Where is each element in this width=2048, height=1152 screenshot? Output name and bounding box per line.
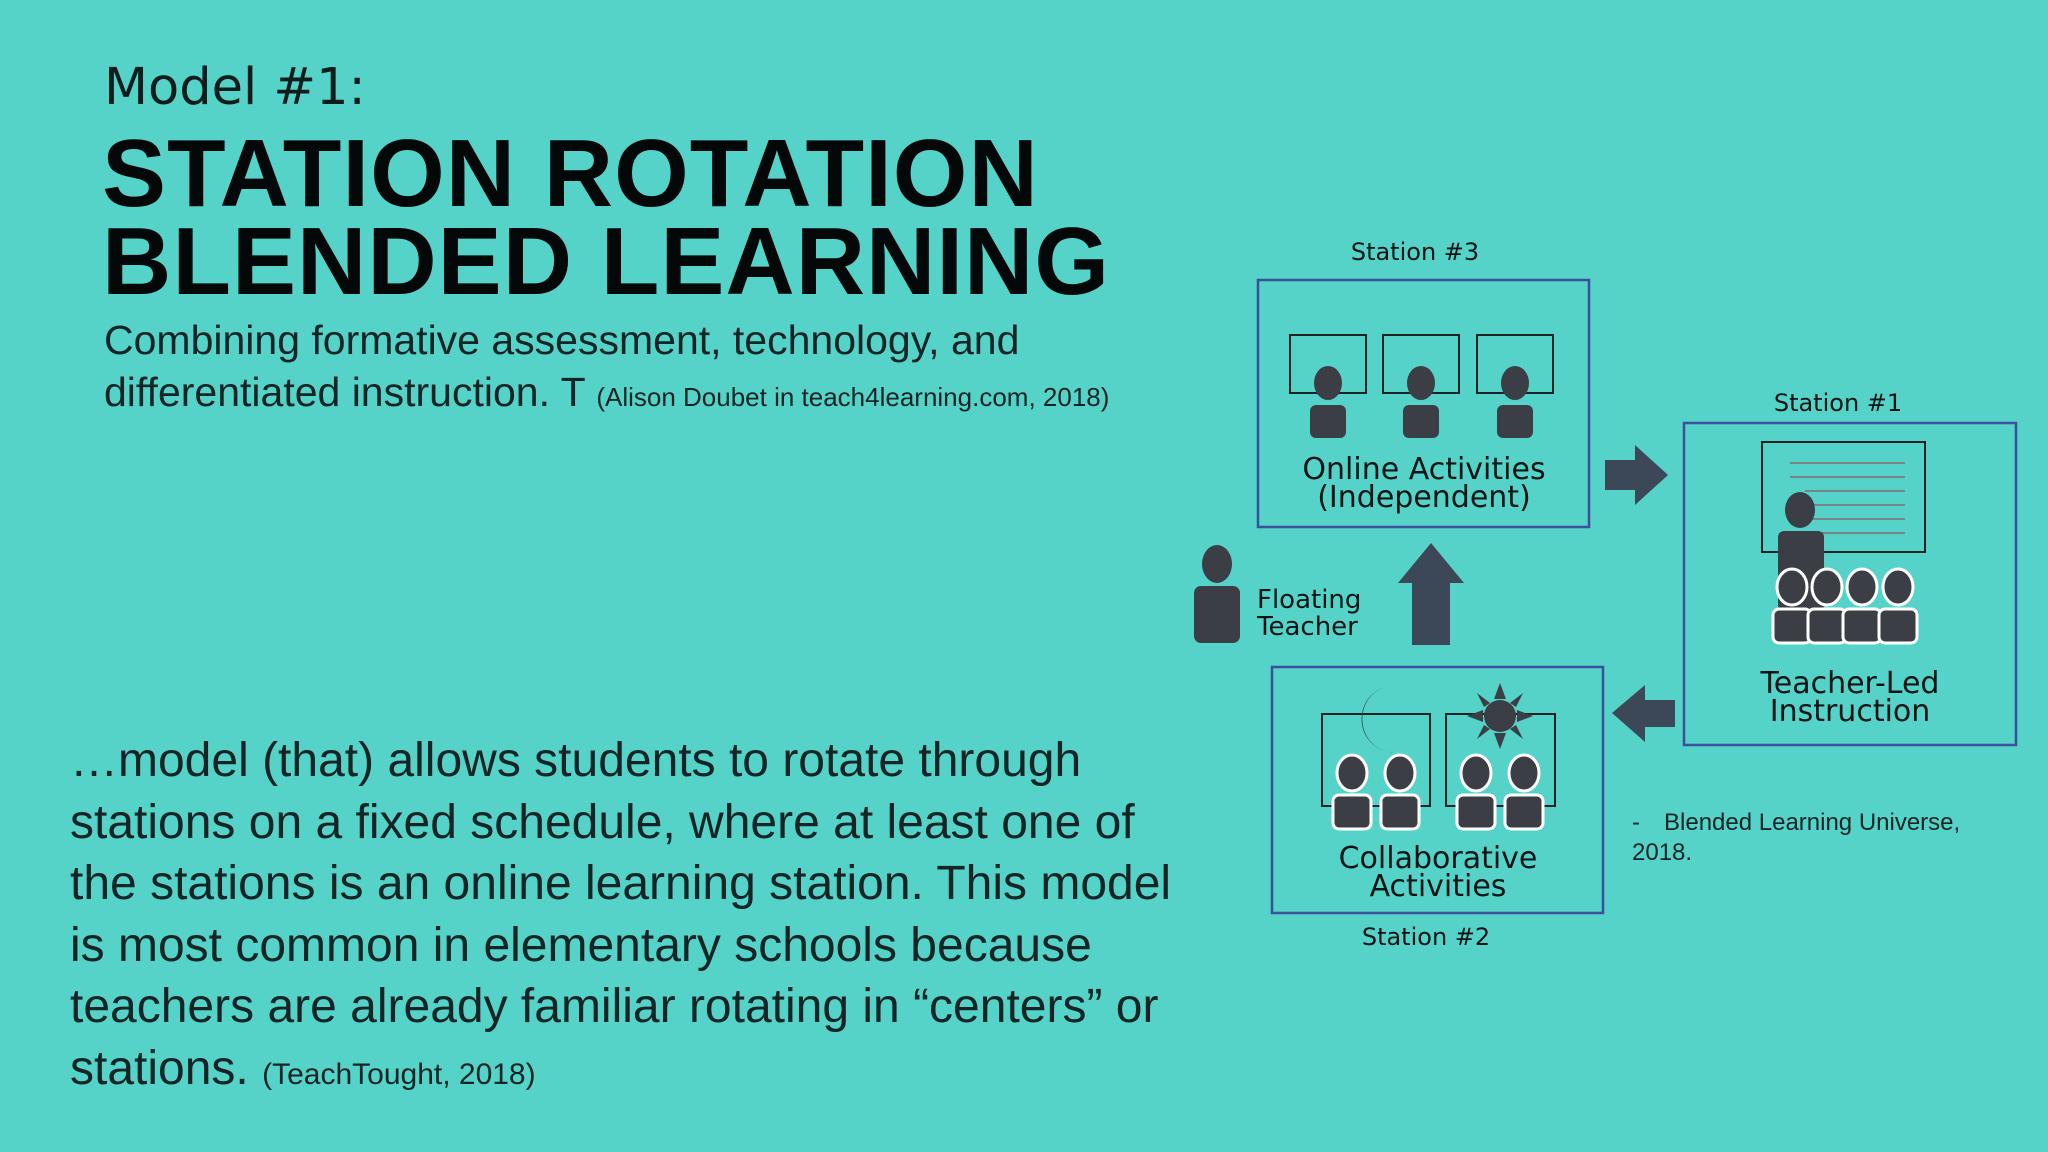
- floating-label-1: Floating: [1257, 585, 1361, 615]
- station-2-label: Station #2: [1362, 923, 1490, 951]
- station-1-subtitle: Instruction: [1770, 694, 1931, 729]
- subtitle-text: Combining formative assessment, technolo…: [104, 317, 1020, 415]
- source-dash: -: [1632, 809, 1640, 836]
- station-3-title: Online Activities: [1302, 452, 1545, 487]
- title-line-1: STATION ROTATION: [102, 120, 1039, 227]
- arrow-right-icon: [1605, 445, 1668, 505]
- subtitle-citation: (Alison Doubet in teach4learning.com, 20…: [596, 382, 1110, 412]
- person-icon: [1771, 567, 1919, 645]
- model-label: Model #1:: [104, 58, 366, 117]
- source-note: -Blended Learning Universe, 2018.: [1632, 808, 2012, 868]
- source-text: Blended Learning Universe, 2018.: [1632, 809, 1961, 866]
- station-1-box: [1682, 421, 2018, 747]
- moon-icon: [1361, 687, 1402, 753]
- station-2-box: [1270, 665, 1605, 915]
- arrow-up-icon: [1398, 543, 1464, 645]
- station-1-title: Teacher-Led: [1760, 666, 1940, 701]
- arrow-left-icon: [1612, 685, 1675, 742]
- station-rotation-diagram: Station #3 Online Activities (Independen…: [1194, 238, 2018, 951]
- station-1-label: Station #1: [1774, 389, 1902, 417]
- person-icon: [1310, 366, 1533, 438]
- whiteboard-icon: [1761, 441, 1926, 553]
- floating-label-2: Teacher: [1256, 612, 1358, 642]
- definition-quote: …model (that) allows students to rotate …: [70, 730, 1180, 1105]
- station-3-label: Station #3: [1351, 238, 1479, 266]
- person-icon: [1331, 753, 1545, 831]
- station-3-subtitle: (Independent): [1317, 480, 1531, 515]
- quote-citation: (TeachTought, 2018): [262, 1057, 536, 1091]
- quote-text: …model (that) allows students to rotate …: [70, 734, 1172, 1095]
- station-3-box: [1256, 278, 1591, 529]
- station-2-title: Collaborative: [1339, 841, 1538, 876]
- person-icon: [1194, 545, 1240, 643]
- sun-icon: [1467, 683, 1533, 749]
- subtitle: Combining formative assessment, technolo…: [104, 314, 1154, 423]
- title-line-2: BLENDED LEARNING: [102, 208, 1111, 315]
- station-2-subtitle: Activities: [1370, 869, 1507, 904]
